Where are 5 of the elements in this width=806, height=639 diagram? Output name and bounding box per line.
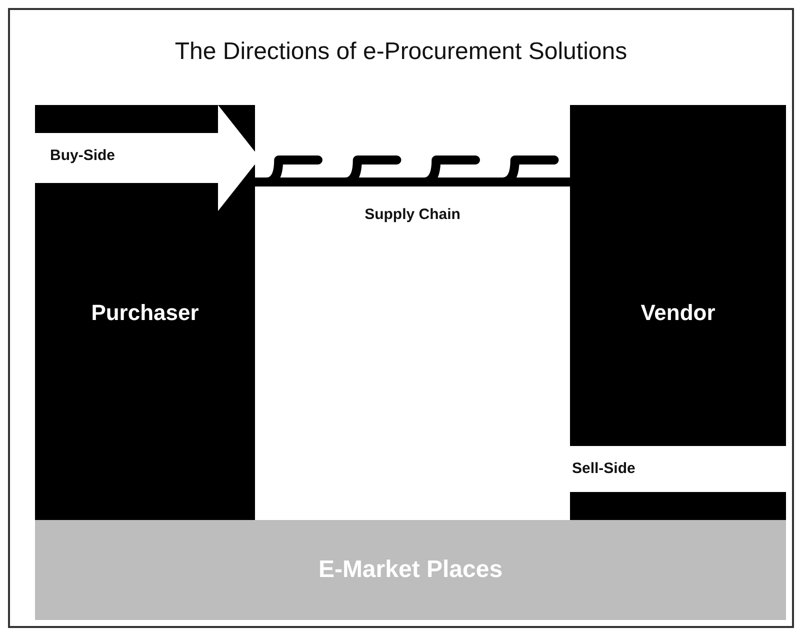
diagram-title: The Directions of e-Procurement Solutions — [174, 38, 628, 66]
sell-side-label: Sell-Side — [572, 460, 636, 477]
market-band: E-Market Places — [35, 520, 786, 620]
buy-side-label: Buy-Side — [50, 147, 116, 164]
chain-connector — [255, 156, 570, 186]
